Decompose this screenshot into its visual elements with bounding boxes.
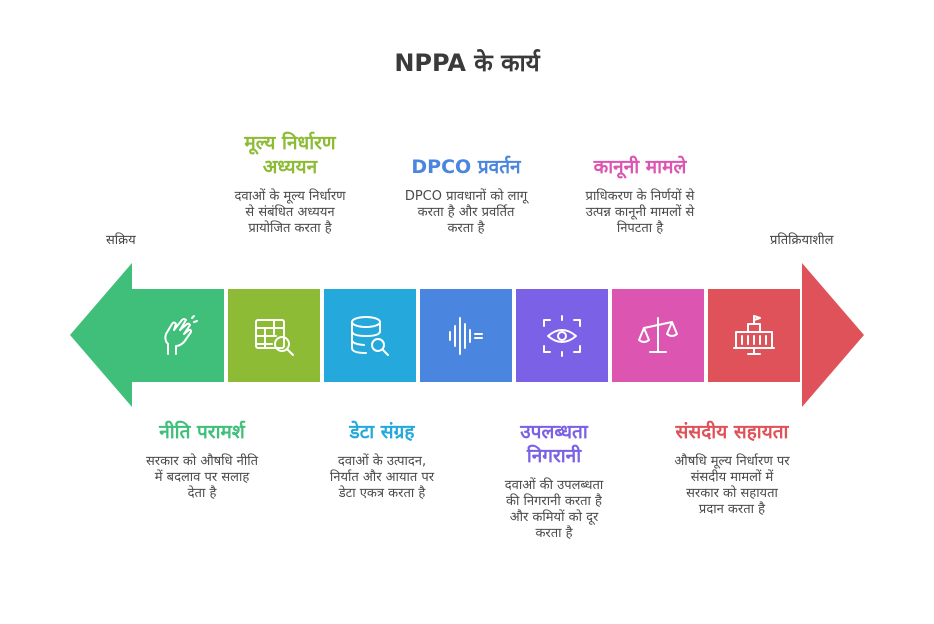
desc-line: करता है — [447, 221, 485, 236]
desc-line: संसदीय मामलों में — [690, 470, 774, 485]
sound-wave-icon — [449, 316, 483, 355]
desc-line: सरकार को औषधि नीति — [145, 454, 259, 469]
segment-pricing-studies — [228, 289, 320, 382]
desc-line: देता है — [187, 486, 217, 501]
policy-advice-card: नीति परामर्श सरकार को औषधि नीति में बदला… — [102, 420, 302, 502]
segment-parliamentary-assistance — [708, 289, 800, 382]
availability-monitoring-title-line: उपलब्धता — [520, 421, 588, 443]
desc-line: दवाओं के मूल्य निर्धारण — [234, 189, 346, 204]
pricing-studies-title-line: मूल्य निर्धारण — [244, 132, 336, 154]
desc-line: उत्पन्न कानूनी मामलों से — [585, 205, 695, 220]
desc-line: करता है — [535, 526, 573, 541]
legal-matters-desc: प्राधिकरण के निर्णयों से उत्पन्न कानूनी … — [540, 189, 740, 237]
legal-matters-title-text: कानूनी मामले — [593, 156, 687, 178]
dpco-enforcement-title-text: DPCO प्रवर्तन — [411, 156, 521, 178]
availability-monitoring-title: उपलब्धता निगरानी — [454, 420, 654, 468]
segment-dpco-enforcement — [420, 289, 512, 382]
desc-line: सरकार को सहायता — [686, 486, 778, 501]
desc-line: प्राधिकरण के निर्णयों से — [585, 189, 695, 204]
dpco-enforcement-desc: DPCO प्रावधानों को लागू करता है और प्रवर… — [366, 189, 566, 237]
segment-policy-advice — [132, 289, 224, 382]
segment-legal-matters — [612, 289, 704, 382]
legal-matters-title: कानूनी मामले — [540, 131, 740, 179]
desc-line: करता है और प्रवर्तित — [417, 205, 515, 220]
dpco-enforcement-title: DPCO प्रवर्तन — [366, 131, 566, 179]
parliamentary-assistance-title-text: संसदीय सहायता — [675, 421, 789, 443]
arrow-left-head — [70, 263, 132, 407]
data-collection-desc: दवाओं के उत्पादन, निर्यात और आयात पर डेट… — [282, 454, 482, 502]
eye-focus-icon — [543, 314, 581, 357]
table-search-icon — [255, 318, 294, 356]
policy-advice-title: नीति परामर्श — [102, 420, 302, 444]
desc-line: डेटा एकत्र करता है — [338, 486, 426, 501]
legal-matters-card: कानूनी मामले प्राधिकरण के निर्णयों से उत… — [540, 131, 740, 237]
pricing-studies-card: मूल्य निर्धारण अध्ययन दवाओं के मूल्य निर… — [190, 131, 390, 237]
desc-line: दवाओं के उत्पादन, — [337, 454, 427, 469]
parliamentary-assistance-desc: औषधि मूल्य निर्धारण पर संसदीय मामलों में… — [632, 454, 832, 518]
desc-line: प्रदान करता है — [698, 502, 766, 517]
data-collection-title: डेटा संग्रह — [282, 420, 482, 444]
desc-line: से संबंधित अध्ययन — [245, 205, 335, 220]
data-collection-title-text: डेटा संग्रह — [349, 421, 415, 443]
page-title: NPPA के कार्य — [394, 49, 540, 77]
parliamentary-assistance-card: संसदीय सहायता औषधि मूल्य निर्धारण पर संस… — [632, 420, 832, 518]
dpco-enforcement-card: DPCO प्रवर्तन DPCO प्रावधानों को लागू कर… — [366, 131, 566, 237]
desc-line: निपटता है — [616, 221, 664, 236]
pricing-studies-title-line: अध्ययन — [262, 156, 318, 178]
desc-line: दवाओं की उपलब्धता — [504, 478, 604, 493]
desc-line: की निगरानी करता है — [506, 494, 602, 509]
desc-line: DPCO प्रावधानों को लागू — [404, 189, 528, 204]
policy-advice-desc: सरकार को औषधि नीति में बदलाव पर सलाह देत… — [102, 454, 302, 502]
availability-monitoring-card: उपलब्धता निगरानी दवाओं की उपलब्धता की नि… — [454, 420, 654, 542]
desc-line: प्रायोजित करता है — [248, 221, 332, 236]
segment-data-collection — [324, 289, 416, 382]
desc-line: में बदलाव पर सलाह — [154, 470, 250, 485]
availability-monitoring-title-line: निगरानी — [526, 445, 582, 467]
policy-advice-title-text: नीति परामर्श — [159, 421, 245, 443]
availability-monitoring-desc: दवाओं की उपलब्धता की निगरानी करता है और … — [454, 478, 654, 542]
parliamentary-assistance-title: संसदीय सहायता — [632, 420, 832, 444]
desc-line: निर्यात और आयात पर — [329, 470, 435, 485]
government-building-icon — [733, 314, 775, 355]
desc-line: और कमियों को दूर — [509, 510, 599, 525]
balance-scale-icon — [638, 316, 678, 353]
proactive-label: सक्रिय — [106, 233, 136, 248]
arrow-right-head — [802, 263, 864, 407]
data-collection-card: डेटा संग्रह दवाओं के उत्पादन, निर्यात और… — [282, 420, 482, 502]
reactive-label: प्रतिक्रियाशील — [770, 233, 834, 248]
desc-line: औषधि मूल्य निर्धारण पर — [674, 454, 790, 469]
pricing-studies-title: मूल्य निर्धारण अध्ययन — [190, 131, 390, 179]
database-search-icon — [351, 315, 389, 356]
segment-availability-monitoring — [516, 289, 608, 382]
pricing-studies-desc: दवाओं के मूल्य निर्धारण से संबंधित अध्यय… — [190, 189, 390, 237]
hand-gesture-icon — [164, 314, 198, 355]
